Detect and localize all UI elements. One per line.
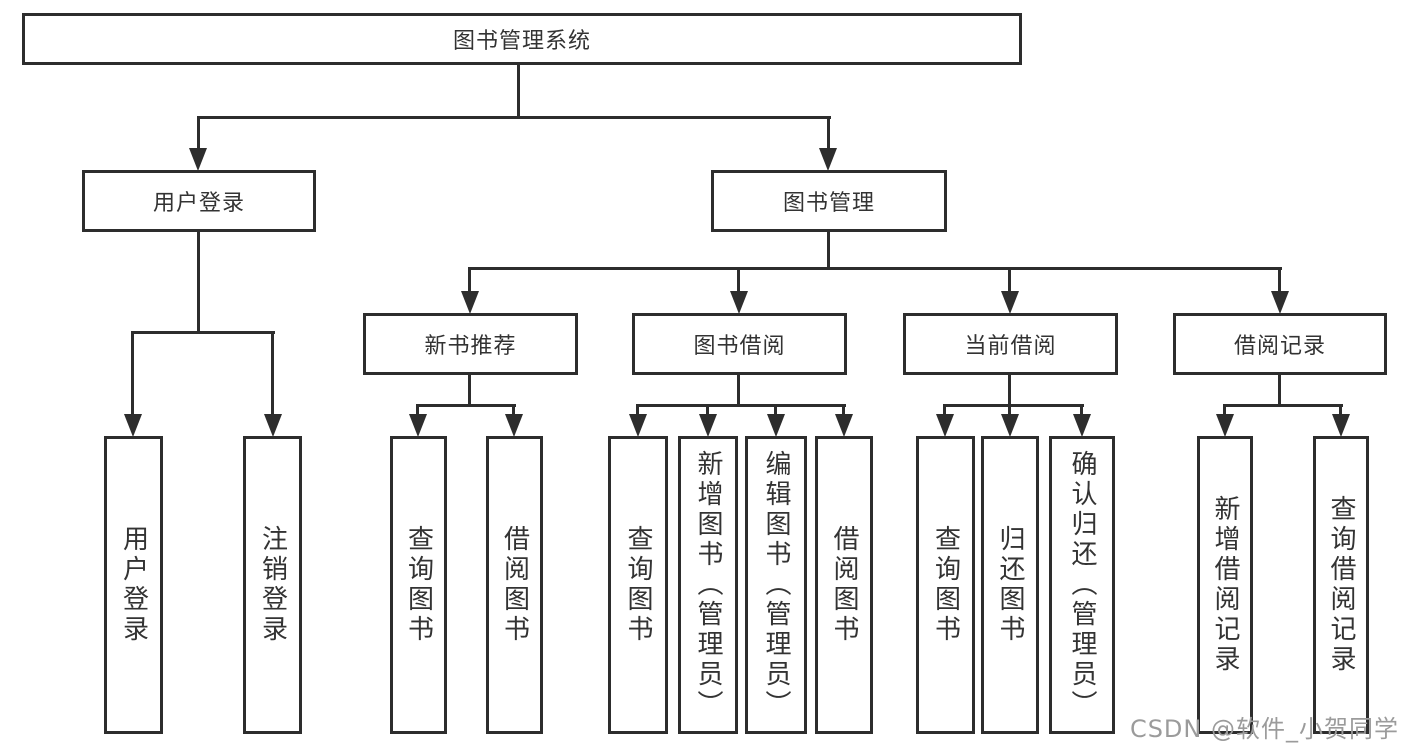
node-current-borrow: 当前借阅 [903,313,1118,375]
connector-line [468,267,1282,270]
connector-line [416,404,516,407]
arrow-down-icon [730,291,748,314]
leaf-query-book-current: 查询图书 [916,436,975,734]
connector-line [706,404,709,416]
node-user-login-label: 用户登录 [152,191,245,216]
node-root-label: 图书管理系统 [452,29,591,54]
arrow-down-icon [1271,291,1289,314]
arrow-down-icon [629,414,647,437]
arrow-down-icon [461,291,479,314]
node-new-book-recommend: 新书推荐 [363,313,578,375]
connector-line [842,404,845,416]
connector-line [131,331,275,334]
connector-line [468,267,471,293]
leaf-add-borrow-record-label: 新增借阅记录 [1210,495,1240,675]
connector-line [1008,404,1011,416]
arrow-down-icon [1073,414,1091,437]
arrow-down-icon [767,414,785,437]
leaf-query-book-recommend-label: 查询图书 [403,525,434,645]
leaf-edit-book-admin-label: 编辑图书（管理员） [761,450,791,720]
arrow-down-icon [409,414,427,437]
arrow-down-icon [1216,414,1234,437]
connector-line [943,404,946,416]
node-current-borrow-label: 当前借阅 [964,334,1057,359]
connector-line [1080,404,1083,416]
connector-line [1223,404,1226,416]
leaf-return-book: 归还图书 [981,436,1039,734]
connector-line [737,267,740,293]
arrow-down-icon [699,414,717,437]
arrow-down-icon [1001,291,1019,314]
connector-line [827,116,830,150]
connector-line [827,231,830,270]
leaf-add-borrow-record: 新增借阅记录 [1197,436,1253,734]
node-root: 图书管理系统 [22,13,1022,65]
connector-line [737,374,740,407]
leaf-add-book-admin: 新增图书（管理员） [678,436,738,734]
watermark: CSDN @软件_小贺同学 [1129,715,1399,743]
connector-line [512,404,515,416]
arrow-down-icon [189,148,207,171]
connector-line [1223,404,1343,407]
node-book-management: 图书管理 [711,170,947,232]
connector-line [1278,374,1281,407]
connector-line [774,404,777,416]
node-user-login: 用户登录 [82,170,316,232]
arrow-down-icon [819,148,837,171]
arrow-down-icon [124,414,142,437]
node-book-borrow: 图书借阅 [632,313,847,375]
connector-line [1278,267,1281,293]
leaf-query-book-borrow: 查询图书 [608,436,668,734]
node-book-management-label: 图书管理 [782,191,875,216]
connector-line [1339,404,1342,416]
leaf-logout: 注销登录 [243,436,302,734]
connector-line [1008,374,1011,407]
arrow-down-icon [835,414,853,437]
connector-line [131,331,134,415]
leaf-return-book-label: 归还图书 [995,525,1025,645]
arrow-down-icon [264,414,282,437]
leaf-query-borrow-record-label: 查询借阅记录 [1326,495,1356,675]
node-borrow-record: 借阅记录 [1173,313,1387,375]
leaf-user-login: 用户登录 [104,436,163,734]
leaf-query-book-current-label: 查询图书 [930,525,961,645]
connector-line [943,404,1084,407]
leaf-user-login-label: 用户登录 [118,525,149,645]
connector-line [416,404,419,416]
node-book-borrow-label: 图书借阅 [693,334,786,359]
leaf-query-borrow-record: 查询借阅记录 [1313,436,1369,734]
leaf-borrow-book: 借阅图书 [815,436,873,734]
connector-line [1008,267,1011,293]
arrow-down-icon [505,414,523,437]
node-borrow-record-label: 借阅记录 [1233,334,1326,359]
leaf-borrow-book-recommend-label: 借阅图书 [499,525,530,645]
connector-line [636,404,846,407]
arrow-down-icon [1332,414,1350,437]
leaf-borrow-book-label: 借阅图书 [829,525,859,645]
leaf-confirm-return-admin-label: 确认归还（管理员） [1067,450,1097,720]
connector-line [636,404,639,416]
leaf-logout-label: 注销登录 [257,525,288,645]
connector-line [468,374,471,407]
leaf-edit-book-admin: 编辑图书（管理员） [745,436,807,734]
connector-line [517,64,520,119]
arrow-down-icon [1001,414,1019,437]
connector-line [197,116,831,119]
leaf-confirm-return-admin: 确认归还（管理员） [1049,436,1115,734]
node-new-book-recommend-label: 新书推荐 [424,334,517,359]
leaf-query-book-borrow-label: 查询图书 [623,525,653,645]
leaf-add-book-admin-label: 新增图书（管理员） [693,450,723,720]
connector-line [271,331,274,415]
connector-line [197,116,200,150]
leaf-query-book-recommend: 查询图书 [390,436,447,734]
leaf-borrow-book-recommend: 借阅图书 [486,436,543,734]
connector-line [197,231,200,334]
arrow-down-icon [936,414,954,437]
